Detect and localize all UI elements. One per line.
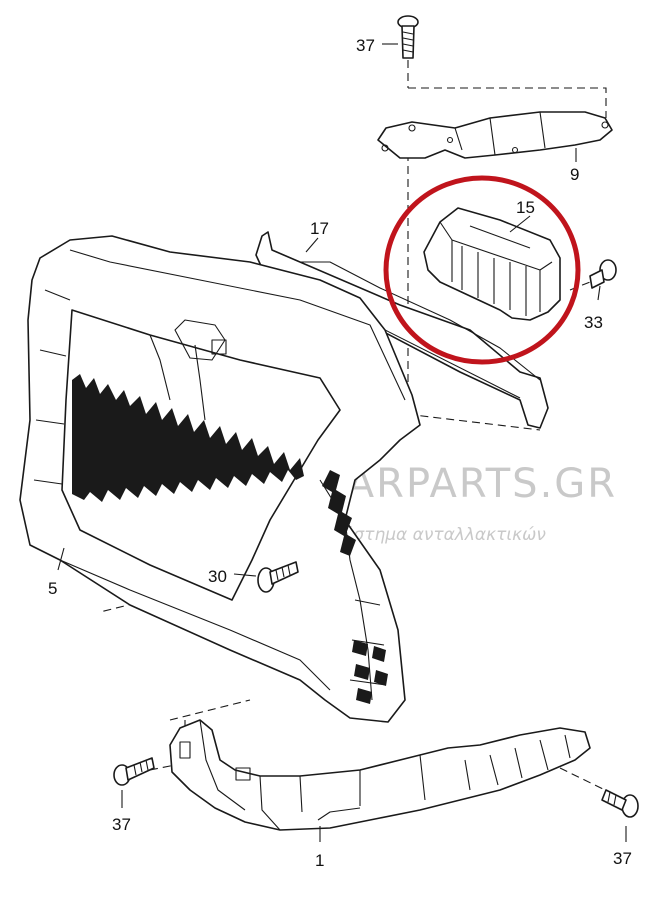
callout-37-top: 37 [356,36,375,55]
bolt-icon-30 [257,561,299,593]
leader-lines [57,43,627,842]
callout-17: 17 [310,219,329,238]
callout-15: 15 [516,198,535,217]
callout-37-left: 37 [112,815,131,834]
callout-33: 33 [584,313,603,332]
highlight-ring [383,175,581,365]
callout-5: 5 [48,579,57,598]
callout-labels: 37 9 17 15 33 5 30 37 1 37 [48,36,632,870]
callout-1: 1 [315,851,324,870]
lower-crossmember-part [169,719,591,831]
upper-bracket-part [377,111,613,159]
assembly-lines [99,60,607,791]
air-guide-part [423,207,561,321]
bolt-icon-top [397,15,419,59]
bolt-icon-left [113,757,155,786]
callout-9: 9 [570,165,579,184]
bolt-icon-right [601,789,639,818]
carrier-rib-pattern [72,374,388,704]
callout-37-right: 37 [613,849,632,868]
callout-30: 30 [208,567,227,586]
clip-icon-33 [589,259,617,289]
